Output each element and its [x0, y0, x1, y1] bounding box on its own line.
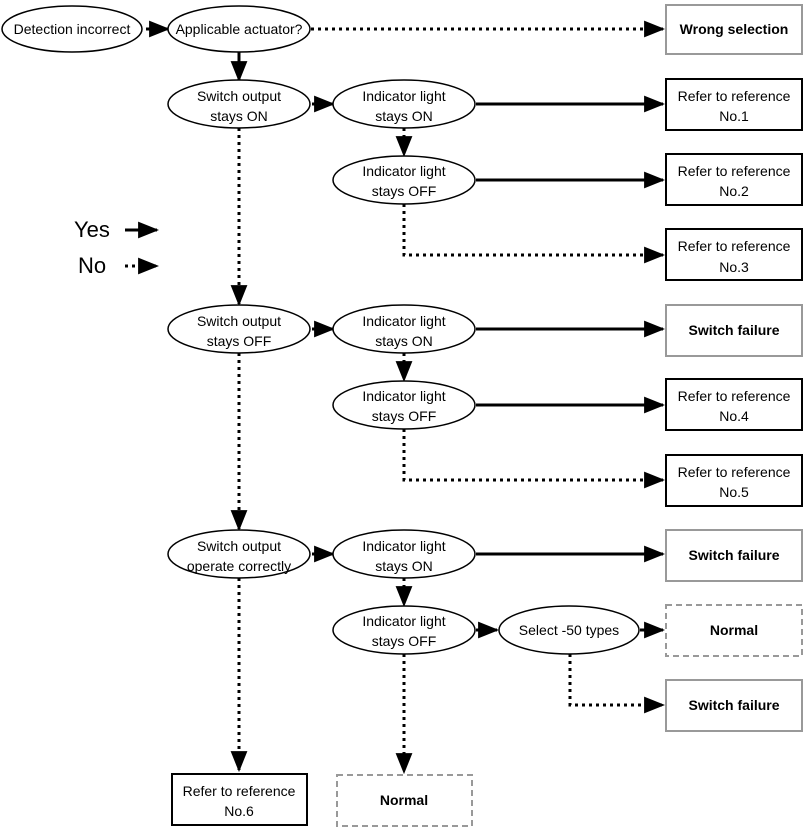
wrong-selection-label: Wrong selection: [680, 21, 789, 37]
normal-box-1: Normal: [665, 604, 803, 657]
c-on-line1: Indicator light: [362, 538, 445, 554]
switch-off-line1: Switch output: [197, 313, 281, 329]
detection-incorrect-node: Detection incorrect: [1, 5, 143, 53]
ref1-line1: Refer to reference: [678, 88, 791, 104]
switch-ok-line1: Switch output: [197, 538, 281, 554]
no-arrow-light-off-to-ref3: [402, 204, 666, 264]
indicator-light-stays-off-node-c: Indicator light stays OFF: [332, 605, 476, 655]
switch-on-line1: Switch output: [197, 88, 281, 104]
failure2-label: Switch failure: [688, 547, 779, 563]
indicator-light-stays-on-node-a: Indicator light stays ON: [332, 79, 476, 129]
c-off-line1: Indicator light: [362, 613, 445, 629]
indicator-light-stays-on-node-b: Indicator light stays ON: [332, 304, 476, 354]
normal2-label: Normal: [380, 792, 428, 808]
select-50-types-node: Select -50 types: [498, 605, 640, 655]
a-on-line1: Indicator light: [362, 88, 445, 104]
applicable-actuator-label: Applicable actuator?: [176, 21, 303, 37]
switch-failure-box-2: Switch failure: [665, 529, 803, 582]
b-off-line1: Indicator light: [362, 388, 445, 404]
ref2-line2: No.2: [719, 183, 749, 199]
no-arrow-light-off-to-ref5: [402, 429, 666, 489]
switch-off-line2: stays OFF: [207, 333, 272, 349]
reference-no4-box: Refer to reference No.4: [665, 378, 803, 431]
failure1-label: Switch failure: [688, 322, 779, 338]
ref3-line2: No.3: [719, 259, 749, 275]
reference-no2-box: Refer to reference No.2: [665, 153, 803, 206]
applicable-actuator-node: Applicable actuator?: [167, 5, 311, 53]
c-off-line2: stays OFF: [372, 633, 437, 649]
legend-yes-label: Yes: [74, 217, 110, 242]
normal1-label: Normal: [710, 622, 758, 638]
ref5-line1: Refer to reference: [678, 464, 791, 480]
ref4-line1: Refer to reference: [678, 388, 791, 404]
wrong-selection-box: Wrong selection: [665, 4, 803, 55]
no-arrow-select-to-failure: [568, 654, 666, 714]
select-label: Select -50 types: [519, 622, 619, 638]
ref2-line1: Refer to reference: [678, 163, 791, 179]
switch-output-stays-on-node: Switch output stays ON: [167, 79, 311, 129]
b-off-line2: stays OFF: [372, 408, 437, 424]
ref5-line2: No.5: [719, 484, 749, 500]
b-on-line1: Indicator light: [362, 313, 445, 329]
ref3-line1: Refer to reference: [678, 238, 791, 254]
ref6-line1: Refer to reference: [183, 783, 296, 799]
detection-incorrect-label: Detection incorrect: [14, 21, 131, 37]
failure3-label: Switch failure: [688, 697, 779, 713]
a-on-line2: stays ON: [375, 108, 433, 124]
switch-on-line2: stays ON: [210, 108, 268, 124]
normal-box-2: Normal: [336, 774, 473, 827]
indicator-light-stays-on-node-c: Indicator light stays ON: [332, 529, 476, 579]
a-off-line2: stays OFF: [372, 183, 437, 199]
indicator-light-stays-off-node-a: Indicator light stays OFF: [332, 155, 476, 205]
indicator-light-stays-off-node-b: Indicator light stays OFF: [332, 380, 476, 430]
switch-output-stays-off-node: Switch output stays OFF: [167, 304, 311, 354]
a-off-line1: Indicator light: [362, 163, 445, 179]
switch-failure-box-1: Switch failure: [665, 304, 803, 357]
reference-no1-box: Refer to reference No.1: [665, 78, 803, 131]
b-on-line2: stays ON: [375, 333, 433, 349]
legend: Yes No: [74, 217, 160, 278]
reference-no3-box: Refer to reference No.3: [665, 228, 803, 281]
legend-no-label: No: [78, 253, 106, 278]
c-on-line2: stays ON: [375, 558, 433, 574]
switch-output-operate-correctly-node: Switch output operate correctly: [167, 529, 311, 579]
switch-ok-line2: operate correctly: [187, 558, 291, 574]
reference-no6-box: Refer to reference No.6: [171, 773, 308, 826]
ref1-line2: No.1: [719, 108, 749, 124]
switch-failure-box-3: Switch failure: [665, 679, 803, 732]
ref4-line2: No.4: [719, 408, 749, 424]
ref6-line2: No.6: [224, 803, 254, 819]
reference-no5-box: Refer to reference No.5: [665, 454, 803, 507]
